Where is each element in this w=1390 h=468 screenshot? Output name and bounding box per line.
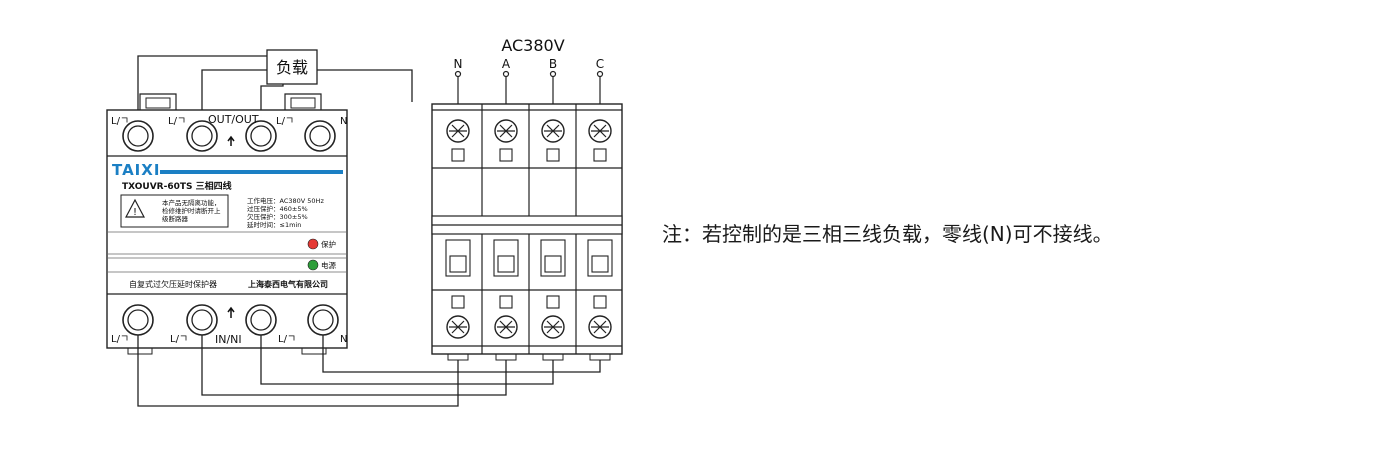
power-indicator-label: 电源 bbox=[321, 260, 336, 270]
exclamation-glyph: ! bbox=[133, 207, 137, 218]
warning-line-1: 本产品无隔离功能， bbox=[162, 198, 221, 207]
top-tab-left bbox=[139, 93, 177, 110]
product-name: 自复式过欠压延时保护器 bbox=[129, 279, 217, 289]
supply-label: AC380V bbox=[501, 36, 564, 55]
bottom-terminal-label-3: L/ㄱ bbox=[278, 334, 296, 345]
brand-logo: TAIXI bbox=[112, 161, 160, 179]
breaker-screw-top-a bbox=[494, 119, 518, 143]
model-label: TXOUVR-60TS 三相四线 bbox=[122, 180, 232, 192]
bottom-terminal-label-4: N bbox=[340, 334, 347, 345]
warning-line-3: 级断路器 bbox=[162, 214, 189, 223]
toggle-handles bbox=[445, 239, 613, 277]
breaker-screw-top-c bbox=[588, 119, 612, 143]
top-terminal-4 bbox=[304, 120, 336, 152]
input-wiring bbox=[137, 335, 601, 407]
bottom-terminal-2 bbox=[186, 304, 218, 336]
warning-box: ! 本产品无隔离功能， 检修维护时请断开上 级断路器 bbox=[120, 194, 229, 228]
top-terminal-2 bbox=[186, 120, 218, 152]
breaker: AC380V N A B C bbox=[431, 36, 623, 361]
breaker-screw-bottom-a bbox=[494, 315, 518, 339]
wiring-note: 注：若控制的是三相三线负载，零线(N)可不接线。 bbox=[662, 222, 1113, 246]
pole-label-n: N bbox=[454, 57, 463, 71]
brand-rule bbox=[160, 170, 343, 174]
bottom-terminal-label-2: L/ㄱ bbox=[170, 334, 188, 345]
pole-label-b: B bbox=[549, 57, 557, 71]
protect-indicator-led bbox=[307, 238, 319, 250]
top-group-label: OUT/OUT bbox=[208, 113, 259, 126]
breaker-screw-top-b bbox=[541, 119, 565, 143]
company-name: 上海泰西电气有限公司 bbox=[248, 279, 328, 289]
bottom-group-label: IN/NI bbox=[215, 333, 242, 346]
top-terminal-label-4: N bbox=[340, 116, 347, 127]
load-wiring bbox=[137, 55, 413, 120]
protector-device: L/ㄱ L/ㄱ L/ㄱ N OUT/OUT TAIXI TXOUVR-60TS … bbox=[106, 93, 348, 355]
spec-line-1: 工作电压：AC380V 50Hz bbox=[247, 196, 324, 205]
warning-triangle-icon bbox=[125, 198, 145, 218]
breaker-screw-bottom-c bbox=[588, 315, 612, 339]
arrow-up-icon bbox=[227, 135, 235, 146]
warning-line-2: 检修维护时请断开上 bbox=[162, 206, 221, 215]
spec-line-4: 延时时间：≤1min bbox=[247, 220, 301, 229]
pole-label-a: A bbox=[502, 57, 511, 71]
top-terminal-label-2: L/ㄱ bbox=[168, 116, 186, 127]
bottom-terminal-3 bbox=[245, 304, 277, 336]
top-tab-right bbox=[284, 93, 322, 110]
load-label: 负载 bbox=[276, 58, 308, 77]
pole-label-c: C bbox=[596, 57, 604, 71]
spec-line-2: 过压保护：460±5% bbox=[247, 204, 308, 213]
top-terminal-label-1: L/ㄱ bbox=[111, 116, 129, 127]
top-terminal-3 bbox=[245, 120, 277, 152]
breaker-screw-bottom-n bbox=[446, 315, 470, 339]
top-terminal-1 bbox=[122, 120, 154, 152]
bottom-terminal-4 bbox=[307, 304, 339, 336]
arrow-up-icon bbox=[227, 306, 235, 318]
breaker-screw-bottom-b bbox=[541, 315, 565, 339]
spec-line-3: 欠压保护：300±5% bbox=[247, 212, 308, 221]
power-indicator-led bbox=[307, 259, 319, 271]
bottom-terminal-label-1: L/ㄱ bbox=[111, 334, 129, 345]
load-box: 负载 bbox=[266, 49, 318, 85]
top-terminal-label-3: L/ㄱ bbox=[276, 116, 294, 127]
protect-indicator-label: 保护 bbox=[321, 239, 336, 249]
breaker-screw-top-n bbox=[446, 119, 470, 143]
bottom-terminal-1 bbox=[122, 304, 154, 336]
